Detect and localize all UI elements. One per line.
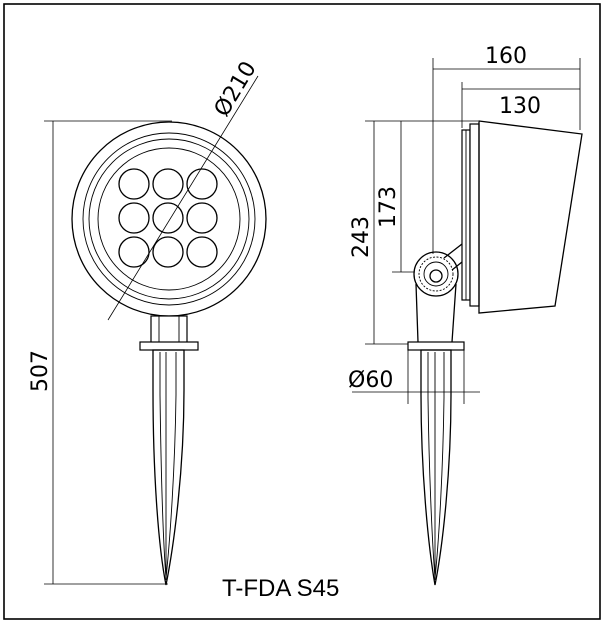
joint-gear-inner bbox=[423, 261, 449, 287]
spike-flange bbox=[139, 341, 199, 351]
spike-rib bbox=[165, 352, 177, 579]
led bbox=[152, 236, 184, 268]
joint-gear bbox=[418, 256, 454, 292]
lower-height-label: 173 bbox=[376, 186, 401, 228]
head-inner-ring bbox=[88, 138, 250, 300]
total-height-label: 507 bbox=[28, 350, 53, 392]
bracket-arm bbox=[443, 243, 463, 259]
housing-depth-label: 130 bbox=[499, 94, 541, 119]
front-view: Ø210 507 bbox=[28, 57, 267, 586]
led bbox=[118, 168, 150, 200]
led-array bbox=[118, 168, 218, 268]
led bbox=[118, 236, 150, 268]
overall-depth-label: 160 bbox=[485, 44, 527, 69]
side-spike bbox=[420, 349, 452, 586]
lens-ring bbox=[97, 147, 241, 291]
spike-rib bbox=[159, 352, 167, 579]
led bbox=[186, 202, 218, 234]
diameter-dim-line bbox=[107, 75, 259, 321]
led bbox=[152, 168, 184, 200]
side-neck bbox=[415, 283, 457, 343]
lamp-diameter-label: Ø210 bbox=[210, 57, 262, 121]
led bbox=[118, 202, 150, 234]
side-flange bbox=[407, 341, 465, 351]
side-view: 160 130 243 173 Ø60 bbox=[348, 44, 583, 586]
neck bbox=[150, 315, 188, 345]
drawing-frame bbox=[3, 3, 601, 620]
spike-diameter-label: Ø60 bbox=[348, 368, 393, 393]
spike-rib bbox=[434, 352, 445, 579]
led bbox=[186, 236, 218, 268]
back-plate bbox=[469, 123, 480, 307]
led bbox=[152, 202, 184, 234]
head-outer-ring bbox=[71, 121, 267, 317]
head-mid-ring bbox=[82, 132, 256, 306]
housing bbox=[478, 120, 583, 314]
spike-rib bbox=[427, 352, 436, 579]
model-name: T-FDA S45 bbox=[222, 575, 339, 602]
led bbox=[186, 168, 218, 200]
joint-outer bbox=[413, 251, 459, 297]
joint-bolt bbox=[429, 269, 443, 283]
upper-height-label: 243 bbox=[349, 216, 374, 258]
spike bbox=[152, 349, 185, 586]
